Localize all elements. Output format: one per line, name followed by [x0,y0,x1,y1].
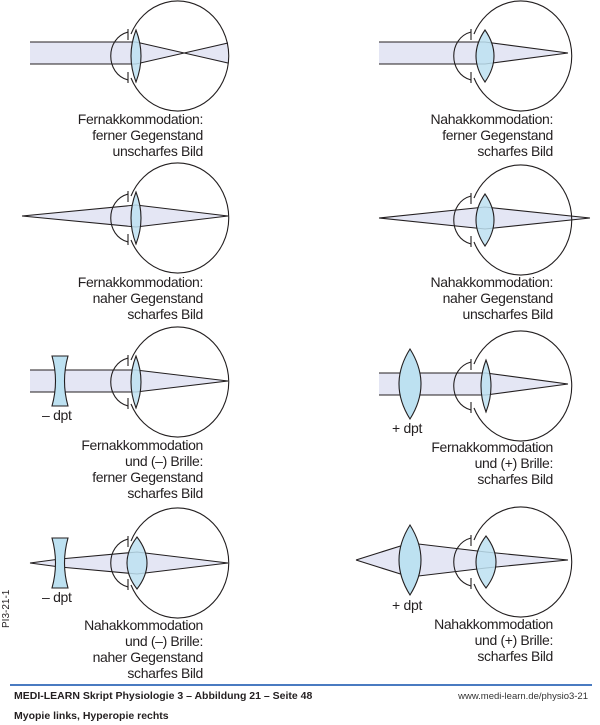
eyeball-outline [473,330,573,442]
hyperopic-eye [453,164,573,276]
caption-line: scharfes Bild [477,471,553,487]
light-ray [355,559,569,578]
eyeball-outline [130,0,230,112]
eyeball-outline [473,0,573,112]
eye-lens [475,29,495,83]
cornea [453,195,472,245]
caption-line: scharfes Bild [477,648,553,664]
light-ray [29,551,229,564]
caption-myopia-far-glasses: Fernakkommodation und (–) Brille: ferner… [81,437,203,501]
caption-myopia-near-glasses: Nahakkommodation und (–) Brille: naher G… [84,617,203,681]
caption-line: Fernakkommodation: [77,274,204,290]
eye-lens [130,28,142,84]
concave-glasses-lens [51,537,69,589]
light-beam [22,205,228,227]
convex-glasses-lens [398,523,422,597]
convex-glasses-lens [398,347,422,421]
eye-lens [130,354,142,410]
caption-line: Fernakkommodation [81,437,203,453]
cornea [110,31,129,81]
cornea [110,538,129,588]
cornea [453,361,472,411]
light-ray [29,562,229,575]
hyperopic-eye [453,0,573,112]
cornea [453,537,472,587]
hyperopic-eye [453,330,573,442]
footer-title: MEDI-LEARN Skript Physiologie 3 – Abbild… [14,690,313,702]
light-beam [379,42,568,64]
caption-myopia-far: Fernakkommodation: ferner Gegenstand uns… [77,111,204,159]
plus-dpt-label: + dpt [392,420,423,436]
caption-line: ferner Gegenstand [92,127,203,143]
eyeball-outline [473,164,573,276]
caption-line: naher Gegenstand [92,290,204,306]
eye-lens [475,535,497,589]
eyeball-outline [130,507,230,619]
caption-line: unscharfes Bild [462,306,554,322]
caption-line: Nahakkommodation [84,617,203,633]
cornea [110,193,129,243]
caption-hyperopia-near: Nahakkommodation: naher Gegenstand unsch… [430,274,554,322]
footer-divider [10,684,592,686]
light-beam [356,543,568,577]
caption-hyperopia-near-glasses: Nahakkommodation und (+) Brille: scharfe… [434,616,553,664]
plus-dpt-label: + dpt [392,597,423,613]
hyperopic-eye [453,506,573,618]
caption-line: und (–) Brille: [124,633,203,649]
myopic-eye [110,507,230,619]
caption-line: und (+) Brille: [474,632,554,648]
footer-subtitle: Myopie links, Hyperopie rechts [14,710,169,722]
caption-line: scharfes Bild [477,143,553,159]
caption-line: und (+) Brille: [474,455,554,471]
cornea [110,357,129,407]
caption-line: ferner Gegenstand [442,127,553,143]
caption-line: ferner Gegenstand [92,469,203,485]
myopic-eye [110,162,230,274]
eye-lens [475,193,495,247]
light-ray [355,542,569,561]
cornea [453,31,472,81]
eyeball-outline [473,506,573,618]
caption-hyperopia-far-glasses: Fernakkommodation und (+) Brille: scharf… [431,439,553,487]
eye-lens [480,358,492,414]
minus-dpt-label: – dpt [42,589,72,605]
footer-url[interactable]: www.medi-learn.de/physio3-21 [458,691,588,702]
eye-lens [126,536,148,590]
light-beam [30,42,228,64]
caption-line: Nahakkommodation [434,616,553,632]
caption-line: Fernakkommodation [431,439,553,455]
caption-line: scharfes Bild [127,306,203,322]
caption-line: scharfes Bild [127,485,203,501]
eye-lens [130,190,142,246]
figure-code: PI3-21-1 [1,589,12,628]
caption-line: unscharfes Bild [112,143,204,159]
caption-hyperopia-far: Nahakkommodation: ferner Gegenstand scha… [430,111,554,159]
caption-line: Nahakkommodation: [430,274,554,290]
caption-line: Fernakkommodation: [77,111,204,127]
caption-myopia-near: Fernakkommodation: naher Gegenstand scha… [77,274,204,322]
eyeball-outline [130,162,230,274]
myopic-eye [110,326,230,438]
caption-line: naher Gegenstand [92,649,204,665]
concave-glasses-lens [51,355,69,407]
eyeball-outline [130,326,230,438]
myopic-eye [110,0,230,112]
caption-line: naher Gegenstand [442,290,554,306]
eye-diagrams [21,0,591,619]
caption-line: scharfes Bild [127,665,203,681]
light-beam [379,373,568,395]
caption-line: Nahakkommodation: [430,111,554,127]
caption-line: und (–) Brille: [124,453,203,469]
minus-dpt-label: – dpt [42,407,72,423]
